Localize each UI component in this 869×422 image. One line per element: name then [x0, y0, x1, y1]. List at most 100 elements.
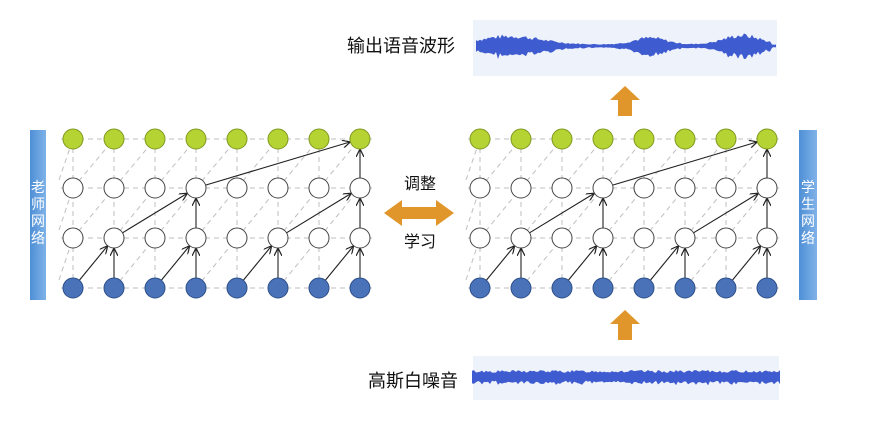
output-node [510, 128, 532, 150]
output-node [633, 128, 655, 150]
input-node [674, 277, 696, 299]
output-waveform [476, 33, 776, 60]
adjust-learn-group: 调整 学习 [384, 174, 454, 251]
connection-arrow [242, 247, 271, 281]
solid-connections [78, 142, 360, 281]
hidden-node [226, 177, 248, 199]
up-arrow-icon [610, 310, 640, 340]
hidden-node [103, 177, 125, 199]
connection-arrow [567, 247, 596, 281]
output-node [144, 128, 166, 150]
input-node [267, 277, 289, 299]
hidden-node [308, 177, 330, 199]
output-node [551, 128, 573, 150]
dashed-connections [465, 138, 781, 289]
input-node [62, 277, 84, 299]
connection-arrow [78, 247, 107, 281]
hidden-node [715, 177, 737, 199]
input-node [510, 277, 532, 299]
output-node [715, 128, 737, 150]
output-waveform-group: 输出语音波形 [347, 20, 777, 76]
output-node [267, 128, 289, 150]
solid-connections [485, 142, 767, 281]
hidden-node [144, 177, 166, 199]
input-node [185, 277, 207, 299]
connection-arrow [286, 194, 351, 234]
output-node [469, 128, 491, 150]
output-node [674, 128, 696, 150]
connection-arrow [693, 194, 758, 234]
output-node [185, 128, 207, 150]
hidden-node [551, 227, 573, 249]
input-node [469, 277, 491, 299]
hidden-node [674, 227, 696, 249]
student-network [465, 128, 781, 299]
noise-waveform [472, 370, 780, 386]
hidden-node [185, 177, 207, 199]
side-label-char: 学 [801, 180, 815, 196]
input-node [103, 277, 125, 299]
input-node [715, 277, 737, 299]
up-arrow-icon [610, 86, 640, 116]
hidden-node [551, 177, 573, 199]
connection-arrow [649, 247, 678, 281]
dashed-connections [58, 138, 374, 289]
connection-arrow [205, 142, 350, 186]
hidden-node [674, 177, 696, 199]
side-label-char: 生 [801, 197, 815, 213]
side-label-char: 老 [31, 180, 45, 196]
connection-arrow [485, 247, 514, 281]
hidden-node [267, 177, 289, 199]
hidden-node [185, 227, 207, 249]
output-waveform-label: 输出语音波形 [347, 36, 455, 57]
output-node [756, 128, 778, 150]
hidden-node [756, 177, 778, 199]
input-node [551, 277, 573, 299]
double-arrow-icon [384, 200, 454, 226]
hidden-node [103, 227, 125, 249]
input-node [308, 277, 330, 299]
connection-arrow [529, 194, 594, 234]
hidden-node [469, 227, 491, 249]
side-label-char: 络 [801, 231, 815, 247]
output-node [308, 128, 330, 150]
hidden-node [62, 177, 84, 199]
hidden-node [633, 227, 655, 249]
output-node [226, 128, 248, 150]
output-node [103, 128, 125, 150]
input-node [144, 277, 166, 299]
connection-arrow [160, 247, 189, 281]
connection-arrow [612, 142, 757, 186]
hidden-node [510, 227, 532, 249]
teacher-network [58, 128, 374, 299]
hidden-node [267, 227, 289, 249]
side-label-char: 络 [31, 231, 45, 247]
side-label-char: 网 [31, 214, 45, 230]
adjust-label: 调整 [404, 174, 436, 193]
hidden-node [349, 177, 371, 199]
hidden-node [226, 227, 248, 249]
input-node [226, 277, 248, 299]
connection-arrow [122, 194, 187, 234]
output-node [349, 128, 371, 150]
hidden-node [144, 227, 166, 249]
hidden-node [633, 177, 655, 199]
output-node [62, 128, 84, 150]
side-label-char: 师 [31, 197, 45, 213]
input-node [592, 277, 614, 299]
hidden-node [469, 177, 491, 199]
connection-arrow [731, 247, 760, 281]
input-node [756, 277, 778, 299]
gaussian-noise-group: 高斯白噪音 [368, 356, 780, 400]
input-node [349, 277, 371, 299]
learn-label: 学习 [404, 232, 436, 251]
output-node [592, 128, 614, 150]
input-node [633, 277, 655, 299]
gaussian-noise-label: 高斯白噪音 [368, 371, 458, 392]
hidden-node [756, 227, 778, 249]
side-label-char: 网 [801, 214, 815, 230]
